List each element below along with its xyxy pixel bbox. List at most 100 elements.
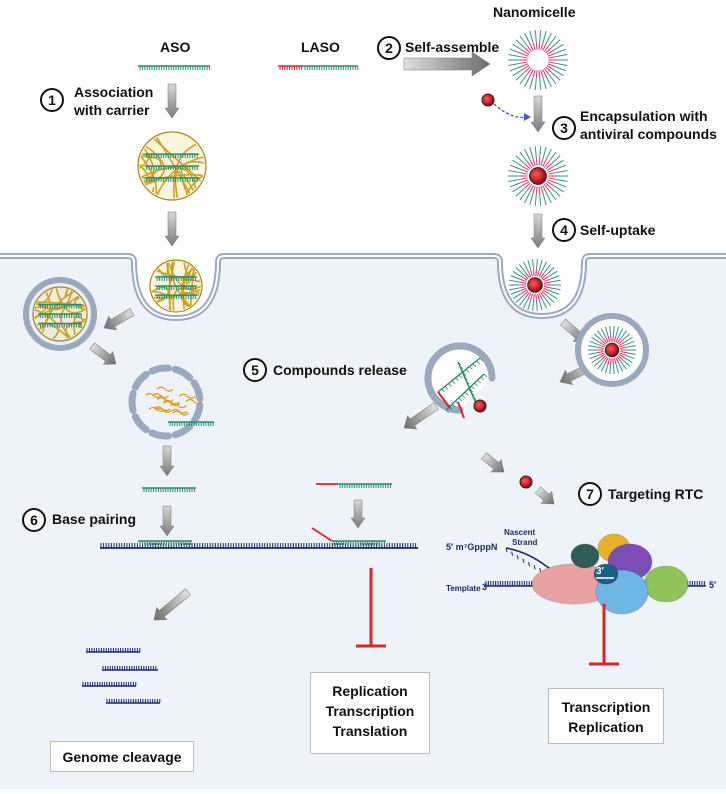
endosome-fragment (190, 379, 204, 403)
arrow-to-compound (481, 452, 505, 473)
step-5-badge: 5 (243, 358, 267, 382)
arrow-association (164, 83, 180, 119)
disrupted-endosome (128, 364, 214, 440)
endosome-fragment (128, 390, 137, 414)
middle-outcome-box: Replication Transcription Translation (310, 672, 430, 754)
free-laso-oligo (338, 483, 392, 488)
nanomicelle-at-membrane (509, 259, 561, 311)
nascent-label-line2: Strand (512, 538, 538, 547)
carrier-at-membrane (149, 259, 203, 313)
self-assemble-label: Self-assemble (405, 39, 500, 55)
arrow-self-uptake (530, 213, 546, 249)
bound-laso-lipid (311, 527, 333, 542)
endosome-fragment (131, 370, 150, 391)
rtc-protein-darkgreen (570, 543, 600, 569)
aso-strand (138, 65, 211, 70)
arrow-to-cleavage (153, 588, 191, 621)
release-lipid (457, 401, 465, 419)
association-label-line1: Association (74, 84, 154, 100)
laso-lipid-tail (278, 65, 303, 70)
step-7-badge: 7 (578, 482, 602, 506)
self-assemble-arrow (403, 51, 491, 77)
carrier-fragment (156, 386, 174, 392)
step-4-badge: 4 (552, 218, 576, 242)
carrier-fragment (162, 399, 180, 405)
laso-oligo-part (303, 65, 359, 70)
laso-bound-genome (311, 527, 386, 545)
antiviral-compound (481, 93, 531, 121)
step-3-badge: 3 (552, 116, 576, 140)
template-5prime-label: 5′ (709, 580, 717, 590)
free-compound (519, 475, 533, 489)
nanomicelle-empty (508, 30, 568, 90)
step-6-badge: 6 (22, 508, 46, 532)
compounds-release-label: Compounds release (273, 362, 407, 378)
template-3prime-label: 3′ (482, 582, 490, 592)
encapsulation-label-line1: Encapsulation with (580, 108, 708, 124)
genome-cleavage-box: Genome cleavage (50, 741, 194, 772)
endosome-fragment (171, 422, 194, 439)
five-prime-cap-label: 5′ m⁷GpppN (446, 542, 498, 552)
arrow-release-aso (159, 445, 175, 477)
inhibition-symbol-middle (356, 568, 386, 648)
encapsulation-label-line2: antiviral compounds (580, 126, 717, 142)
viral-genome (100, 543, 418, 549)
released-laso (316, 483, 392, 488)
carrier-fragment (145, 392, 163, 399)
process-arrows (89, 51, 595, 621)
genome-cleavage-text: Genome cleavage (62, 749, 182, 765)
arrow-to-disruption (89, 342, 117, 365)
outcome-replication-right: Replication (568, 719, 644, 735)
carrier-fragment (148, 406, 166, 413)
bound-aso-strand (138, 540, 192, 545)
endosome-fragment (148, 429, 173, 440)
endosome-fragment (171, 365, 194, 382)
endosome-fragment (131, 413, 150, 434)
rtc-protein-lightgreen (643, 565, 689, 603)
carrier-fragment (170, 408, 188, 414)
carrier-fragment (169, 403, 187, 409)
carrier-fragment (172, 410, 190, 416)
encapsulated-compound (604, 342, 620, 358)
outcome-translation: Translation (332, 723, 408, 739)
release-compound (473, 399, 487, 413)
nascent-3prime-label: 3′ (596, 566, 604, 577)
arrow-to-rtc (535, 486, 555, 505)
outcome-replication: Replication (332, 683, 408, 699)
genome-fragment (82, 682, 137, 687)
micelle-release-endosome (424, 342, 496, 419)
bound-laso-oligo (332, 540, 386, 545)
step-1-badge: 1 (40, 88, 64, 112)
genome-fragment (86, 648, 141, 653)
nanomicelle-label: Nanomicelle (493, 4, 576, 20)
endosome-with-carrier (23, 277, 97, 351)
encapsulated-compound (527, 277, 543, 293)
outcome-transcription: Transcription (325, 703, 415, 719)
aso-carrier-complex (137, 131, 207, 201)
genome-fragment (106, 699, 161, 704)
carrier-fragment (185, 398, 203, 405)
cleaved-genome-fragments (82, 648, 161, 704)
targeting-rtc-label: Targeting RTC (608, 486, 704, 502)
step-2-badge: 2 (377, 36, 401, 60)
association-label-line2: with carrier (74, 102, 150, 118)
endosome-fragment (148, 364, 173, 375)
arrow-to-endosome (103, 308, 135, 331)
escaping-aso (168, 421, 214, 426)
release-lipid (437, 391, 451, 409)
template-label: Template (446, 584, 481, 593)
aso-bound-genome (138, 540, 192, 545)
cell-membrane (0, 253, 726, 322)
endosome-fragment (190, 401, 204, 425)
laso-strand (278, 65, 359, 70)
arrow-to-membrane (164, 211, 180, 247)
nascent-label-line1: Nascent (504, 528, 536, 537)
arrow-laso-pairing (350, 499, 366, 529)
carrier-fragment (178, 393, 196, 399)
cell-cytoplasm (0, 256, 726, 789)
outcome-transcription-right: Transcription (561, 699, 651, 715)
rtc-protein-teal (593, 563, 619, 585)
encapsulated-compound (529, 167, 547, 185)
